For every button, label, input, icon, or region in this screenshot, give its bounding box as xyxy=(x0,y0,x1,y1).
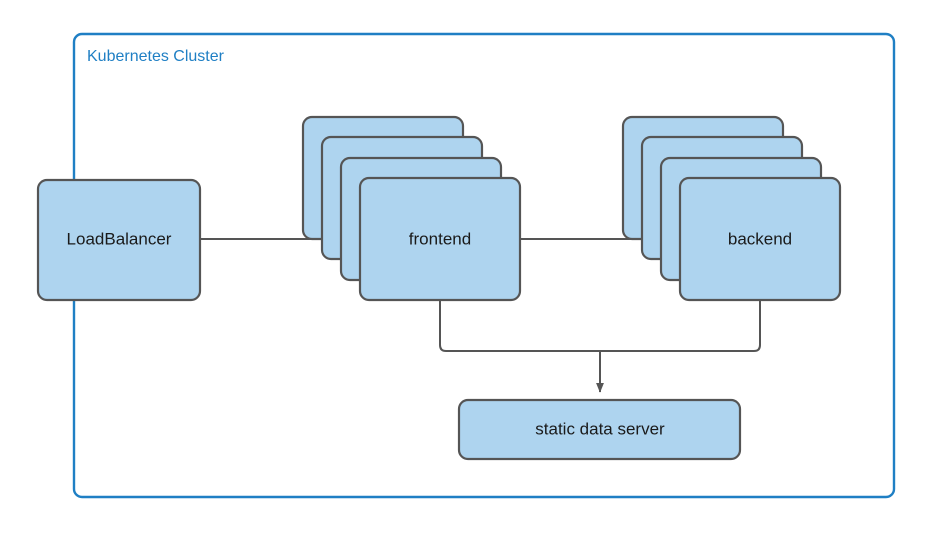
node-frontend[interactable]: frontend xyxy=(301,115,522,302)
node-backend[interactable]: backend xyxy=(621,115,842,302)
node-static-data-server[interactable]: static data server xyxy=(457,398,742,461)
edge-frontend-to-static xyxy=(439,300,600,352)
edge-backend-to-static xyxy=(600,300,761,352)
node-loadbalancer-shape[interactable] xyxy=(36,178,202,302)
cluster-label: Kubernetes Cluster xyxy=(87,48,225,65)
node-static-data-server-shape[interactable] xyxy=(457,398,742,461)
node-loadbalancer[interactable]: LoadBalancer xyxy=(36,178,202,302)
node-backend-shape[interactable] xyxy=(678,176,842,302)
node-frontend-shape[interactable] xyxy=(358,176,522,302)
